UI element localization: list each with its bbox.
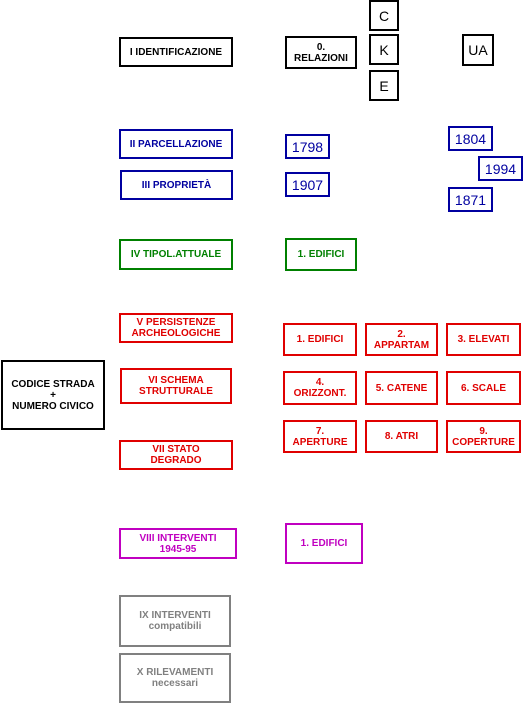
section-identificazione: I IDENTIFICAZIONE bbox=[119, 37, 233, 67]
section-interventi-compatibili: IX INTERVENTI compatibili bbox=[119, 595, 231, 647]
year-1798: 1798 bbox=[285, 134, 330, 159]
ua-box: UA bbox=[462, 34, 494, 66]
section-tipologia-attuale: IV TIPOL.ATTUALE bbox=[119, 239, 233, 270]
section-proprieta: III PROPRIETÀ bbox=[120, 170, 233, 200]
section-schema-strutturale: VI SCHEMA STRUTTURALE bbox=[120, 368, 232, 404]
structure-aperture: 7. APERTURE bbox=[283, 420, 357, 453]
section-parcellazione: II PARCELLAZIONE bbox=[119, 129, 233, 159]
relazioni-box: 0. RELAZIONI bbox=[285, 36, 357, 69]
structure-catene: 5. CATENE bbox=[365, 371, 438, 405]
section-interventi-1945-95: VIII INTERVENTI 1945-95 bbox=[119, 528, 237, 559]
year-1804: 1804 bbox=[448, 126, 493, 151]
tipologia-edifici: 1. EDIFICI bbox=[285, 238, 357, 271]
structure-atri: 8. ATRI bbox=[365, 420, 438, 453]
root-codice-strada: CODICE STRADA + NUMERO CIVICO bbox=[1, 360, 105, 430]
structure-coperture: 9. COPERTURE bbox=[446, 420, 521, 453]
year-1994: 1994 bbox=[478, 156, 523, 181]
section-persistenze-archeologiche: V PERSISTENZE ARCHEOLOGICHE bbox=[119, 313, 233, 343]
structure-edifici: 1. EDIFICI bbox=[283, 323, 357, 356]
year-1907: 1907 bbox=[285, 172, 330, 197]
c-box: C bbox=[369, 0, 399, 31]
k-box: K bbox=[369, 34, 399, 65]
interventi-edifici: 1. EDIFICI bbox=[285, 523, 363, 564]
e-box: E bbox=[369, 70, 399, 101]
structure-appartam: 2. APPARTAM bbox=[365, 323, 438, 356]
structure-scale: 6. SCALE bbox=[446, 371, 521, 405]
structure-orizzont: 4. ORIZZONT. bbox=[283, 371, 357, 405]
section-stato-degrado: VII STATO DEGRADO bbox=[119, 440, 233, 470]
structure-elevati: 3. ELEVATI bbox=[446, 323, 521, 356]
section-rilevamenti-necessari: X RILEVAMENTI necessari bbox=[119, 653, 231, 703]
year-1871: 1871 bbox=[448, 187, 493, 212]
